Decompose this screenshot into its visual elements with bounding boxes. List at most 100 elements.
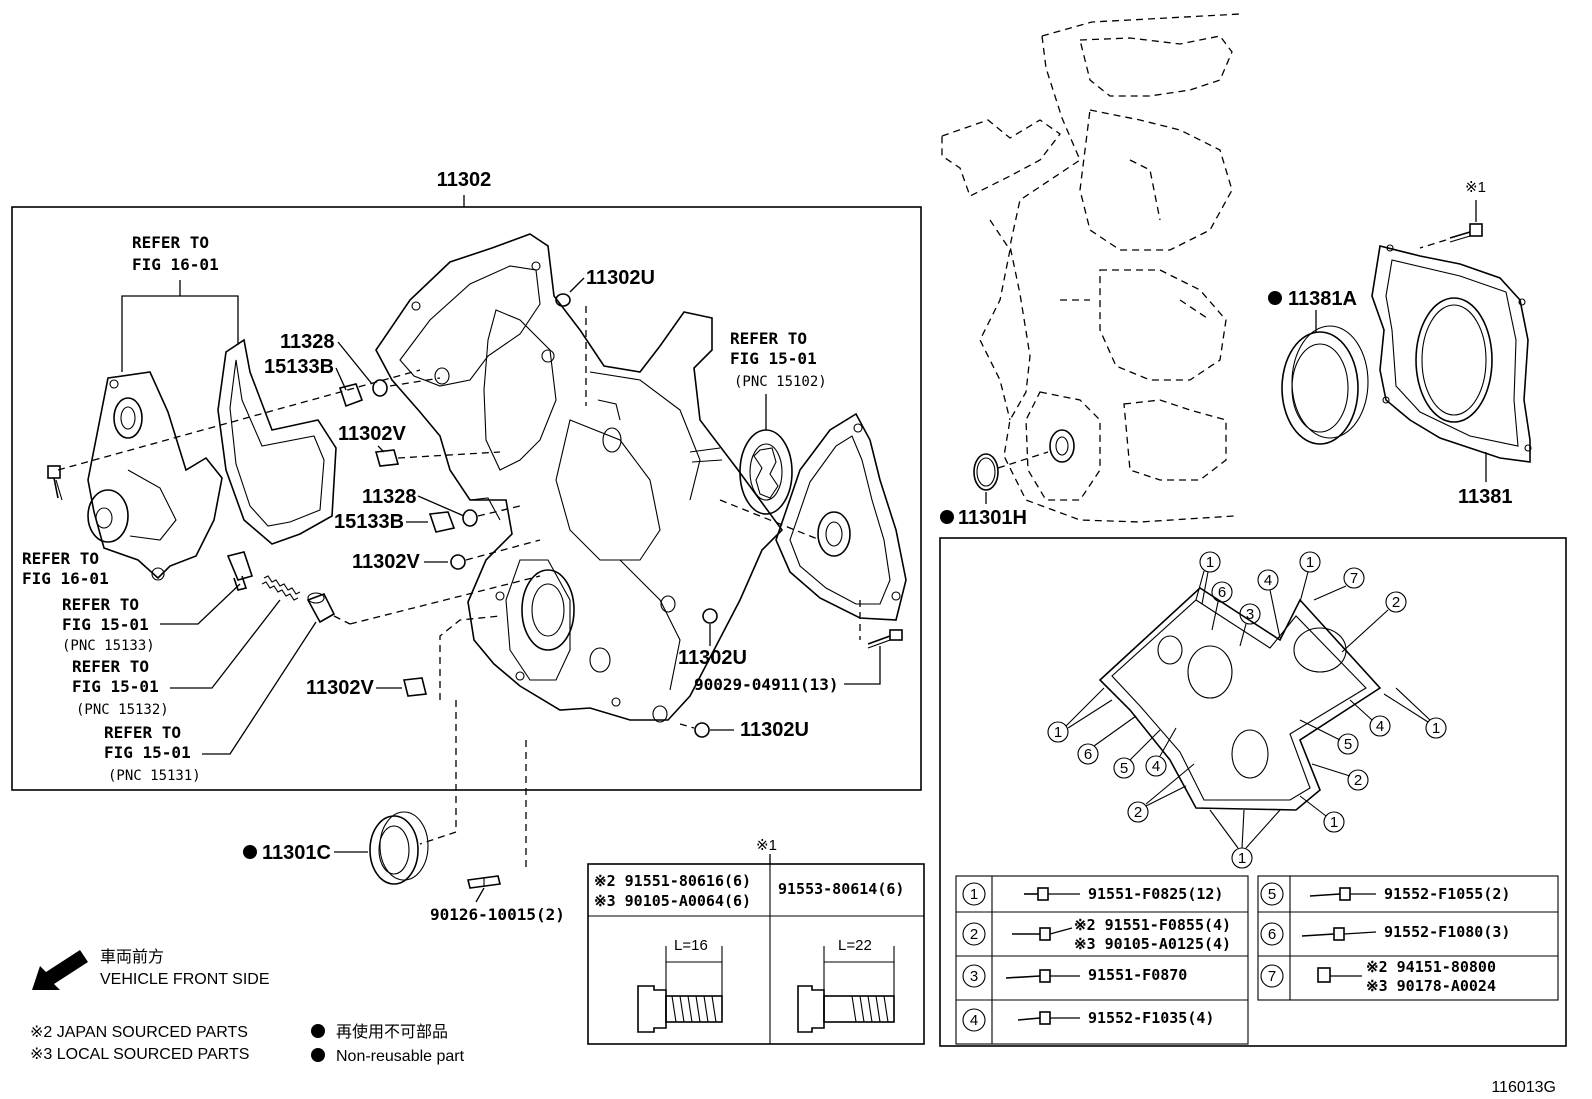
- nonreusable-dot-11381a: [1268, 291, 1282, 305]
- bolt-list-2-pn-line1[interactable]: ※2 91551-F0855(4): [1074, 916, 1231, 934]
- nonreusable-dot-icon: [311, 1024, 325, 1038]
- bolt-list-num-5: 5: [1268, 886, 1276, 903]
- note1-col1-row2[interactable]: ※3 90105-A0064(6): [594, 892, 751, 910]
- legend-front-en[interactable]: VEHICLE FRONT SIDE: [100, 971, 270, 988]
- callout-11302u-top[interactable]: 11302U: [586, 267, 655, 289]
- callout-group: 11302U 11328 15133B 11302V 11328 15133B …: [264, 267, 881, 741]
- nonreusable-dot-11301c: [243, 845, 257, 859]
- note1-col2[interactable]: 91553-80614(6): [778, 880, 904, 898]
- bolt-length-22[interactable]: L=22: [838, 937, 872, 954]
- relief-valve-parts: [226, 551, 336, 624]
- bolt-list-num-4: 4: [970, 1012, 978, 1029]
- circle-3: 3: [1239, 603, 1261, 647]
- bolt-length-16[interactable]: L=16: [674, 937, 708, 954]
- callout-11302u-middle[interactable]: 11302U: [678, 647, 747, 669]
- ref-fig1501-b-line2[interactable]: FIG 15-01: [72, 677, 159, 696]
- svg-text:7: 7: [1350, 570, 1358, 587]
- bolt-list-num-1: 1: [970, 886, 978, 903]
- ref-fig1601-top-line2[interactable]: FIG 16-01: [132, 255, 219, 274]
- vehicle-front-arrow-icon: [32, 950, 88, 990]
- ref-fig1501-c-line1[interactable]: REFER TO: [104, 723, 181, 742]
- svg-text:4: 4: [1152, 758, 1160, 775]
- bolt-list-3-pn[interactable]: 91551-F0870: [1088, 966, 1187, 984]
- legend-note3[interactable]: ※3 LOCAL SOURCED PARTS: [30, 1046, 249, 1063]
- alignment-line-relief-2: [349, 575, 541, 625]
- bolt-list-7-pn-line1[interactable]: ※2 94151-80800: [1366, 958, 1496, 976]
- note1-col1-row1[interactable]: ※2 91551-80616(6): [594, 872, 751, 890]
- circle-6-b: 6: [1077, 715, 1137, 765]
- ref-fig1501-b-pnc[interactable]: (PNC 15132): [76, 702, 169, 718]
- svg-text:5: 5: [1120, 760, 1128, 777]
- bolt-icon-2: [1012, 927, 1073, 941]
- note1-mark[interactable]: ※1: [756, 837, 777, 854]
- callout-11328-upper[interactable]: 11328: [280, 331, 335, 353]
- bolt-list-2-pn-line2[interactable]: ※3 90105-A0125(4): [1074, 935, 1231, 953]
- svg-text:6: 6: [1084, 746, 1092, 763]
- note1-retainer[interactable]: ※1: [1465, 179, 1486, 196]
- ref-fig1501-b-line1[interactable]: REFER TO: [72, 657, 149, 676]
- oring-11301h: 11301H: [940, 451, 1049, 529]
- callout-11381a[interactable]: 11381A: [1288, 288, 1357, 310]
- legend-front-jp[interactable]: 車両前方: [100, 948, 164, 966]
- stud-90126: 90126-10015(2): [430, 740, 565, 924]
- circle-7: 7: [1313, 567, 1365, 601]
- callout-15133b-lower[interactable]: 15133B: [334, 511, 404, 533]
- callout-11381[interactable]: 11381: [1458, 486, 1513, 508]
- ref-fig1601-bot-line2[interactable]: FIG 16-01: [22, 569, 109, 588]
- circle-1-e: 1: [1299, 795, 1345, 833]
- callout-11302v-lower[interactable]: 11302V: [306, 677, 375, 699]
- callout-15133b-upper[interactable]: 15133B: [264, 356, 334, 378]
- callout-11302u-bottom[interactable]: 11302U: [740, 719, 809, 741]
- alignment-line-oilpump: [719, 499, 821, 541]
- ref-fig1501-a-pnc[interactable]: (PNC 15133): [62, 638, 155, 654]
- bolt-retainer: ※1: [1419, 179, 1486, 249]
- ref-fig1601-top-line1[interactable]: REFER TO: [132, 233, 209, 252]
- nut-icon-7: [1317, 967, 1362, 983]
- ref-fig1501-a-line2[interactable]: FIG 15-01: [62, 615, 149, 634]
- bolt-icon-1: [1024, 887, 1080, 901]
- bolt-list-num-2: 2: [970, 926, 978, 943]
- bolt-icon-3: [1005, 969, 1080, 983]
- svg-text:1: 1: [1238, 850, 1246, 867]
- ref-fig1501-d-line1[interactable]: REFER TO: [730, 329, 807, 348]
- svg-text:4: 4: [1264, 572, 1272, 589]
- bolt-list-5-pn[interactable]: 91552-F1055(2): [1384, 885, 1510, 903]
- callout-11302v-middle[interactable]: 11302V: [352, 551, 421, 573]
- legend-note2[interactable]: ※2 JAPAN SOURCED PARTS: [30, 1024, 248, 1041]
- legend-nonreuse-jp[interactable]: 再使用不可部品: [336, 1023, 448, 1041]
- bolt-list-1-pn[interactable]: 91551-F0825(12): [1088, 885, 1223, 903]
- callout-11328-lower[interactable]: 11328: [362, 486, 417, 508]
- circle-4-b: 4: [1145, 727, 1177, 777]
- callout-90126[interactable]: 90126-10015(2): [430, 905, 565, 924]
- assembly-label-11302[interactable]: 11302: [437, 169, 492, 191]
- ref-fig1501-d-line2[interactable]: FIG 15-01: [730, 349, 817, 368]
- svg-text:1: 1: [1306, 554, 1314, 571]
- circle-1-f: 1: [1209, 809, 1281, 869]
- svg-text:3: 3: [1246, 606, 1254, 623]
- legend-nonreuse-en[interactable]: Non-reusable part: [336, 1048, 465, 1065]
- bolt-list-4-pn[interactable]: 91552-F1035(4): [1088, 1009, 1214, 1027]
- bolt-list-7-pn-line2[interactable]: ※3 90178-A0024: [1366, 977, 1496, 995]
- callout-90029[interactable]: 90029-04911(13): [694, 675, 839, 694]
- bolt-list-6-pn[interactable]: 91552-F1080(3): [1384, 923, 1510, 941]
- ref-fig1601-bot-line1[interactable]: REFER TO: [22, 549, 99, 568]
- circle-1-b: 1: [1299, 551, 1321, 603]
- ref-fig1501-a-line1[interactable]: REFER TO: [62, 595, 139, 614]
- nonreusable-dot-11301h: [940, 510, 954, 524]
- svg-text:1: 1: [1054, 724, 1062, 741]
- figure-id: 116013G: [1491, 1079, 1556, 1096]
- circle-4-c: 4: [1349, 699, 1391, 737]
- ref-bracket-fig1601-top: REFER TO FIG 16-01: [121, 233, 239, 372]
- callout-11301h[interactable]: 11301H: [958, 507, 1027, 529]
- circle-1-a: 1: [1195, 551, 1221, 605]
- ref-fig1501-c-pnc[interactable]: (PNC 15131): [108, 768, 201, 784]
- note1-bolt-table: ※1 ※2 91551-80616(6) ※3 90105-A0064(6) 9…: [587, 837, 925, 1045]
- ref-fig1501-d-pnc[interactable]: (PNC 15102): [734, 374, 827, 390]
- svg-text:1: 1: [1330, 814, 1338, 831]
- oil-seal-retainer: [1371, 244, 1532, 463]
- svg-text:1: 1: [1432, 720, 1440, 737]
- callout-11301c[interactable]: 11301C: [262, 842, 331, 864]
- callout-11302v-upper[interactable]: 11302V: [338, 423, 407, 445]
- ref-fig1501-c-line2[interactable]: FIG 15-01: [104, 743, 191, 762]
- bolt-list-num-7: 7: [1268, 968, 1276, 985]
